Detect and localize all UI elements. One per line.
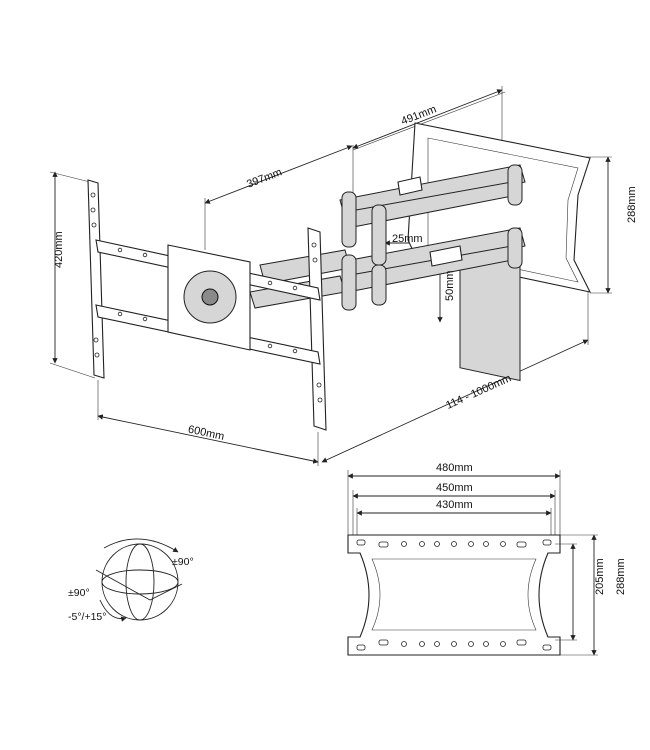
- wall-plate-front-view: 480mm 450mm 430mm 288mm 205mm: [347, 462, 627, 656]
- dimension-lines: [49, 86, 612, 466]
- label-50mm: 50mm: [444, 270, 456, 301]
- label-420mm: 420mm: [53, 231, 65, 268]
- label-430mm: 430mm: [436, 499, 473, 511]
- label-swivel: ±90°: [172, 556, 194, 568]
- label-114-1000mm: 114 - 1000mm: [444, 372, 513, 411]
- label-397mm: 397mm: [245, 166, 284, 190]
- top-holes: [356, 539, 552, 548]
- tv-mount-isometric: 491mm 397mm 420mm 288mm 600mm 114 - 1000…: [49, 86, 638, 466]
- label-600mm: 600mm: [187, 424, 225, 443]
- label-25mm: 25mm: [392, 233, 423, 245]
- label-205mm: 205mm: [594, 558, 606, 595]
- bottom-holes: [356, 639, 552, 651]
- label-288mm-front: 288mm: [615, 558, 627, 595]
- label-480mm: 480mm: [436, 462, 473, 474]
- label-rotate: ±90°: [68, 587, 90, 599]
- articulating-arms: [249, 164, 526, 311]
- rail-holes: [90, 192, 323, 403]
- label-450mm: 450mm: [436, 482, 473, 494]
- tv-bracket-iso: [87, 179, 327, 431]
- label-288mm-iso: 288mm: [626, 186, 638, 223]
- rotation-sphere-diagram: ±90° ±90° -5°/+15°: [68, 538, 194, 623]
- label-tilt: -5°/+15°: [68, 611, 106, 623]
